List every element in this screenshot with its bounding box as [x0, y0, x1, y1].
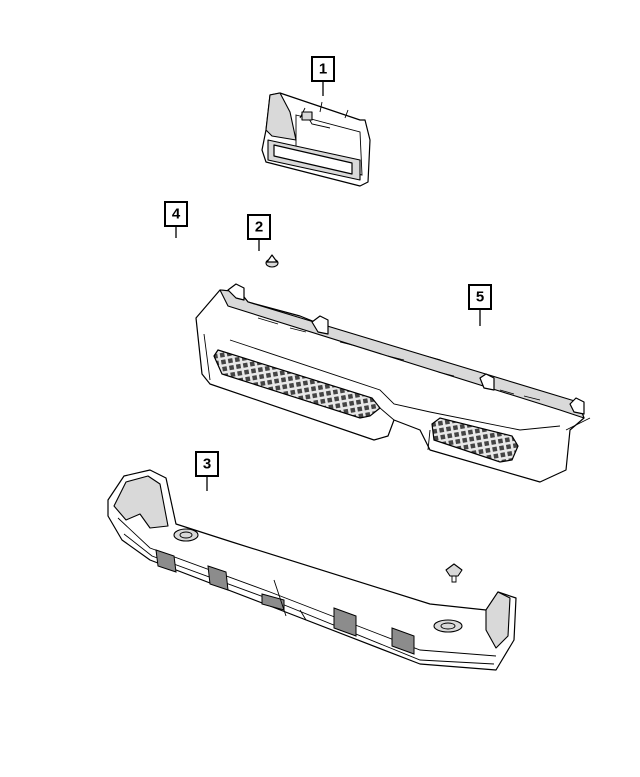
callout-1: 1 [311, 56, 335, 96]
part-4-fastener [445, 563, 463, 583]
callout-5: 5 [468, 284, 492, 326]
callout-5-box [468, 284, 492, 310]
callout-2-box [247, 214, 271, 240]
callout-1-label: 1 [319, 61, 327, 78]
part-5-grille-support [195, 283, 591, 483]
callout-3: 3 [195, 451, 219, 491]
callout-2-label: 2 [255, 219, 263, 236]
callout-1-box [311, 56, 335, 82]
callout-5-label: 5 [476, 289, 484, 306]
callout-4-label: 4 [172, 206, 181, 223]
part-3-lower-fascia [107, 469, 517, 671]
callout-3-label: 3 [203, 456, 211, 473]
callout-4: 4 [164, 201, 188, 238]
callout-4-box [164, 201, 188, 227]
part-1-duct-bracket [261, 92, 371, 187]
callout-3-box [195, 451, 219, 477]
part-2-clip-nut [265, 254, 279, 268]
callout-2: 2 [247, 214, 271, 251]
